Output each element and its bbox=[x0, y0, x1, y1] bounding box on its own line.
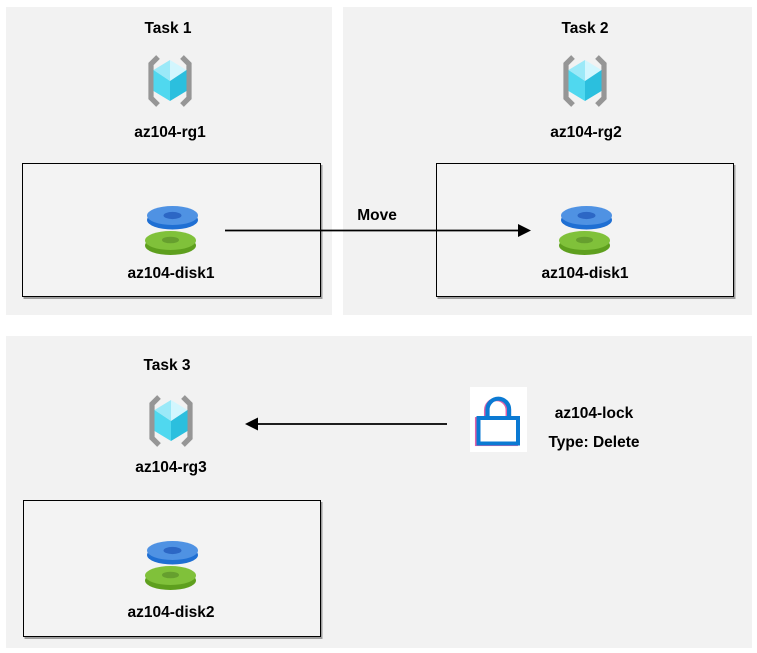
disk-icon bbox=[145, 541, 198, 590]
task2-disk-label: az104-disk1 bbox=[541, 265, 629, 282]
task1-disk-label: az104-disk1 bbox=[127, 265, 215, 282]
lock-caption: az104-lock Type: Delete bbox=[548, 399, 639, 457]
resource-group-icon bbox=[144, 393, 198, 449]
lock-name: az104-lock bbox=[554, 405, 634, 422]
task1-resource-group-label: az104-rg1 bbox=[134, 124, 206, 141]
task3-title: Task 3 bbox=[143, 357, 191, 374]
task3-disk-label: az104-disk2 bbox=[127, 604, 215, 621]
task2-title: Task 2 bbox=[561, 20, 609, 37]
disk-icon bbox=[145, 206, 198, 255]
resource-group-icon bbox=[558, 53, 612, 109]
disk-icon bbox=[559, 206, 612, 255]
task3-resource-group-label: az104-rg3 bbox=[135, 459, 207, 476]
lock-type: Type: Delete bbox=[548, 434, 640, 451]
lock-tile bbox=[470, 387, 527, 452]
task2-resource-group-label: az104-rg2 bbox=[550, 124, 622, 141]
lock-icon bbox=[470, 387, 527, 452]
task1-title: Task 1 bbox=[144, 20, 192, 37]
task2-disk-box bbox=[436, 163, 734, 297]
resource-group-icon bbox=[143, 53, 197, 109]
move-arrow-label: Move bbox=[357, 207, 397, 224]
